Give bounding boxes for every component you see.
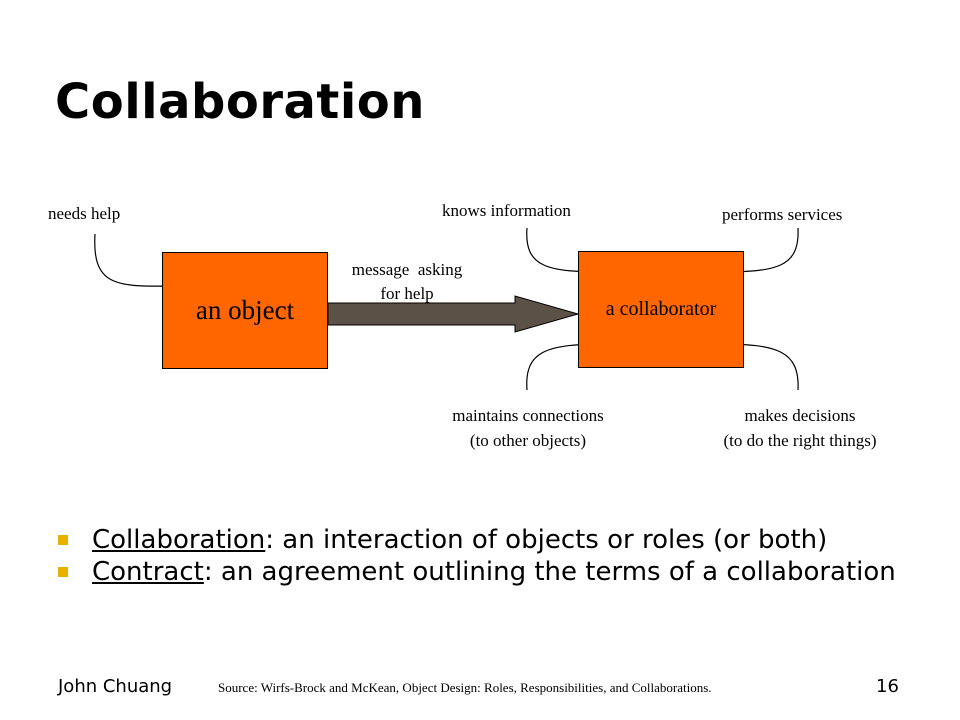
slide-title: Collaboration xyxy=(55,74,425,130)
bullet-definition: : an agreement outlining the terms of a … xyxy=(203,557,896,587)
performs-services-label: performs services xyxy=(722,205,843,224)
message-arrow xyxy=(327,295,580,333)
object-box-label: an object xyxy=(195,295,295,325)
footer-source: Source: Wirfs-Brock and McKean, Object D… xyxy=(218,680,712,695)
bullet-square-icon xyxy=(58,567,68,577)
message-label-line1: message asking xyxy=(351,260,463,279)
maintains-connections-line1: maintains connections xyxy=(452,406,604,425)
collaborator-box: a collaborator xyxy=(578,251,744,368)
bullet-term: Collaboration xyxy=(92,525,266,555)
maintains-connections-line2: (to other objects) xyxy=(469,431,587,450)
bullet-definition: : an interaction of objects or roles (or… xyxy=(265,525,828,555)
bullet-item: Contract: an agreement outlining the ter… xyxy=(58,557,918,587)
footer-author: John Chuang xyxy=(58,676,173,697)
bullet-list: Collaboration: an interaction of objects… xyxy=(58,525,918,589)
message-label-line2: for help xyxy=(380,284,434,303)
knows-information-label: knows information xyxy=(442,201,571,220)
object-box: an object xyxy=(162,252,328,369)
bullet-square-icon xyxy=(58,535,68,545)
bullet-item: Collaboration: an interaction of objects… xyxy=(58,525,918,555)
collaborator-box-label: a collaborator xyxy=(605,298,717,320)
bullet-text: Contract: an agreement outlining the ter… xyxy=(92,557,896,587)
message-label: message asking for help xyxy=(342,258,472,306)
makes-decisions-line1: makes decisions xyxy=(744,406,856,425)
makes-decisions-line2: (to do the right things) xyxy=(723,431,877,450)
needs-help-connector xyxy=(94,233,171,291)
maintains-connections-label: maintains connections (to other objects) xyxy=(418,403,638,453)
makes-decisions-label: makes decisions (to do the right things) xyxy=(690,403,910,453)
bullet-term: Contract xyxy=(92,557,204,587)
needs-help-label: needs help xyxy=(48,204,121,223)
bullet-text: Collaboration: an interaction of objects… xyxy=(92,525,827,555)
page-number: 16 xyxy=(876,676,899,697)
